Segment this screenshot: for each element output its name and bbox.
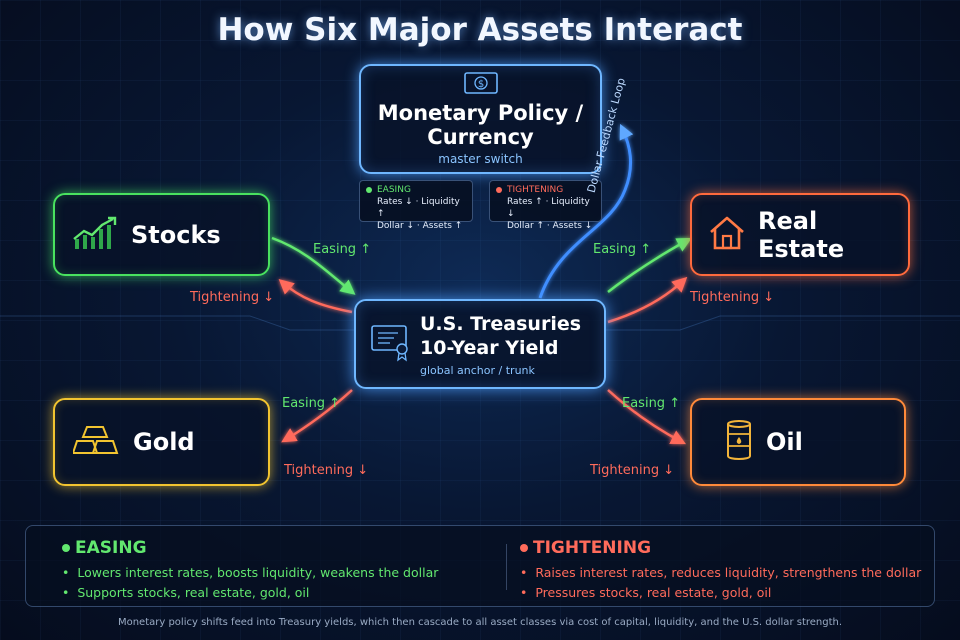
legend-tightening-item-1-text: Raises interest rates, reduces liquidity… — [535, 565, 922, 580]
gold-bars-icon — [71, 423, 121, 461]
edge-gold-tightening — [281, 389, 353, 443]
node-gold: Gold — [53, 398, 270, 486]
edge-oil-tightening — [607, 389, 686, 445]
edge-realestate-tightening — [607, 276, 688, 324]
legend-divider — [506, 544, 507, 590]
mini-legend-easing: EASING Rates ↓ · Liquidity ↑ Dollar ↓ · … — [359, 180, 473, 231]
node-treasuries-label-1: U.S. Treasuries — [420, 312, 582, 335]
mini-tightening-title: TIGHTENING — [507, 185, 564, 195]
node-real-estate-label: Real Estate — [758, 206, 845, 263]
tightening-dot — [496, 187, 502, 193]
stock-chart-icon — [71, 215, 119, 255]
edge-label-oil-tightening: Tightening ↓ — [590, 463, 675, 478]
node-monetary-sub: master switch — [438, 152, 523, 166]
node-oil-label: Oil — [766, 428, 803, 456]
circuit-line-right — [606, 315, 960, 331]
legend-easing-title: EASING — [75, 538, 147, 558]
node-treasuries: U.S. Treasuries 10-Year Yield global anc… — [354, 299, 606, 389]
legend-easing-item-1: • Lowers interest rates, boosts liquidit… — [62, 565, 439, 580]
legend-tightening: TIGHTENING • Raises interest rates, redu… — [520, 538, 921, 603]
mini-tightening-line-1: Rates ↑ · Liquidity ↓ — [507, 197, 590, 219]
house-icon — [708, 215, 746, 255]
mini-easing-line-2: Dollar ↓ · Assets ↑ — [377, 221, 463, 231]
legend-tightening-item-2-text: Pressures stocks, real estate, gold, oil — [535, 585, 772, 600]
node-treasuries-label-2: 10-Year Yield — [420, 336, 559, 359]
legend-tightening-title: TIGHTENING — [533, 538, 652, 558]
certificate-icon — [370, 322, 412, 366]
legend-tightening-dot — [520, 544, 528, 552]
oil-barrel-icon — [724, 419, 754, 465]
node-monetary-label-2: Currency — [427, 125, 534, 149]
footer-caption: Monetary policy shifts feed into Treasur… — [117, 617, 843, 628]
edge-label-oil-easing: Easing ↑ — [622, 396, 681, 411]
node-oil: Oil — [690, 398, 906, 486]
node-treasuries-sub: global anchor / trunk — [420, 363, 535, 377]
node-stocks-label: Stocks — [131, 220, 221, 249]
legend-easing-dot — [62, 544, 70, 552]
edge-label-stocks-tightening: Tightening ↓ — [190, 290, 275, 305]
circuit-line-left — [0, 315, 354, 331]
edge-label-realestate-tightening: Tightening ↓ — [690, 290, 775, 305]
svg-text:$: $ — [477, 79, 483, 90]
edge-label-gold-easing: Easing ↑ — [282, 396, 341, 411]
node-gold-label: Gold — [133, 428, 195, 456]
mini-tightening-line-2: Dollar ↑ · Assets ↓ — [507, 221, 593, 231]
dollar-bill-icon: $ — [463, 72, 498, 98]
node-stocks: Stocks — [53, 193, 270, 276]
mini-easing-line-1: Rates ↓ · Liquidity ↑ — [377, 197, 460, 219]
legend-easing-item-1-text: Lowers interest rates, boosts liquidity,… — [77, 565, 439, 580]
edge-dollar-feedback-loop — [538, 123, 634, 299]
edge-label-stocks-easing: Easing ↑ — [313, 242, 372, 257]
mini-easing-title: EASING — [377, 185, 411, 195]
legend-easing-item-2-text: Supports stocks, real estate, gold, oil — [77, 585, 310, 600]
edge-stocks-tightening — [278, 279, 353, 314]
mini-legend-tightening: TIGHTENING Rates ↑ · Liquidity ↓ Dollar … — [489, 180, 602, 231]
edge-realestate-easing — [607, 237, 692, 293]
edge-label-gold-tightening: Tightening ↓ — [284, 463, 369, 478]
node-monetary-label-1: Monetary Policy / — [377, 101, 584, 125]
node-monetary-policy: $ Monetary Policy / Currency master swit… — [359, 64, 602, 174]
legend-panel: EASING • Lowers interest rates, boosts l… — [25, 525, 935, 607]
legend-easing-item-2: • Supports stocks, real estate, gold, oi… — [62, 585, 310, 600]
edge-label-realestate-easing: Easing ↑ — [593, 242, 652, 257]
legend-easing: EASING • Lowers interest rates, boosts l… — [62, 538, 438, 603]
node-real-estate: Real Estate — [690, 193, 910, 276]
legend-tightening-item-2: • Pressures stocks, real estate, gold, o… — [520, 585, 772, 600]
easing-dot — [366, 187, 372, 193]
edge-stocks-easing — [271, 236, 356, 295]
page-title: How Six Major Assets Interact — [217, 12, 743, 48]
legend-tightening-item-1: • Raises interest rates, reduces liquidi… — [520, 565, 922, 580]
